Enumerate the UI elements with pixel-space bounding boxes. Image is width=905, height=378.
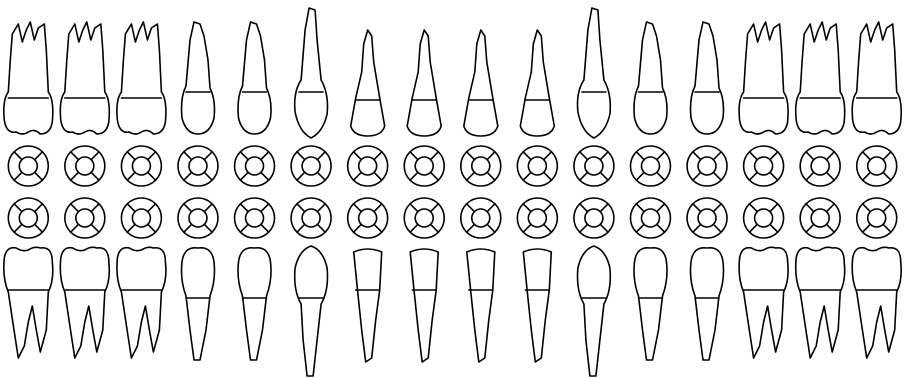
lower-canine-tooth[interactable]: [295, 246, 328, 376]
upper-surface-13[interactable]: [687, 146, 727, 186]
lower-surface-1[interactable]: [8, 198, 48, 238]
upper-surface-4[interactable]: [178, 146, 218, 186]
lower-molar-tooth[interactable]: [4, 247, 53, 358]
upper-molar-tooth[interactable]: [796, 22, 845, 134]
lower-incisor-tooth[interactable]: [410, 249, 438, 362]
upper-molar-tooth[interactable]: [852, 22, 901, 134]
upper-surface-11[interactable]: [574, 146, 614, 186]
lower-surface-6[interactable]: [291, 198, 331, 238]
upper-premolar-tooth[interactable]: [182, 22, 215, 134]
lower-premolar-tooth[interactable]: [238, 248, 271, 360]
upper-surface-8[interactable]: [404, 146, 444, 186]
upper-surface-9[interactable]: [461, 146, 501, 186]
upper-surface-row: [8, 146, 896, 186]
lower-incisor-tooth[interactable]: [523, 249, 551, 362]
upper-incisor-tooth[interactable]: [407, 30, 441, 136]
lower-premolar-tooth[interactable]: [182, 248, 215, 360]
lower-surface-10[interactable]: [517, 198, 557, 238]
lower-incisor-tooth[interactable]: [467, 249, 495, 362]
upper-molar-tooth[interactable]: [117, 22, 166, 134]
upper-premolar-tooth[interactable]: [238, 22, 271, 134]
upper-surface-3[interactable]: [121, 146, 161, 186]
lower-surface-2[interactable]: [65, 198, 105, 238]
upper-surface-14[interactable]: [744, 146, 784, 186]
lower-surface-9[interactable]: [461, 198, 501, 238]
lower-surface-row: [8, 198, 896, 238]
upper-premolar-tooth[interactable]: [691, 22, 724, 134]
upper-molar-tooth[interactable]: [60, 22, 109, 134]
lower-surface-8[interactable]: [404, 198, 444, 238]
lower-canine-tooth[interactable]: [578, 246, 611, 376]
lower-premolar-tooth[interactable]: [691, 248, 724, 360]
lower-surface-4[interactable]: [178, 198, 218, 238]
upper-incisor-tooth[interactable]: [464, 30, 498, 136]
upper-surface-7[interactable]: [348, 146, 388, 186]
upper-molar-tooth[interactable]: [739, 22, 788, 134]
lower-surface-13[interactable]: [687, 198, 727, 238]
lower-surface-7[interactable]: [348, 198, 388, 238]
upper-surface-10[interactable]: [517, 146, 557, 186]
upper-teeth-row: [4, 8, 901, 138]
upper-molar-tooth[interactable]: [4, 22, 53, 134]
lower-molar-tooth[interactable]: [796, 247, 845, 358]
lower-surface-12[interactable]: [630, 198, 670, 238]
lower-surface-15[interactable]: [800, 198, 840, 238]
upper-surface-5[interactable]: [235, 146, 275, 186]
lower-teeth-row: [4, 246, 901, 376]
lower-surface-5[interactable]: [235, 198, 275, 238]
upper-surface-1[interactable]: [8, 146, 48, 186]
upper-premolar-tooth[interactable]: [634, 22, 667, 134]
lower-surface-11[interactable]: [574, 198, 614, 238]
upper-surface-2[interactable]: [65, 146, 105, 186]
lower-molar-tooth[interactable]: [60, 247, 109, 358]
lower-molar-tooth[interactable]: [739, 247, 788, 358]
lower-molar-tooth[interactable]: [117, 247, 166, 358]
upper-surface-12[interactable]: [630, 146, 670, 186]
upper-canine-tooth[interactable]: [578, 8, 611, 138]
upper-surface-6[interactable]: [291, 146, 331, 186]
lower-surface-16[interactable]: [857, 198, 897, 238]
lower-incisor-tooth[interactable]: [354, 249, 382, 362]
upper-surface-16[interactable]: [857, 146, 897, 186]
upper-incisor-tooth[interactable]: [351, 30, 385, 136]
lower-molar-tooth[interactable]: [852, 247, 901, 358]
lower-surface-14[interactable]: [744, 198, 784, 238]
upper-surface-15[interactable]: [800, 146, 840, 186]
upper-canine-tooth[interactable]: [295, 8, 328, 138]
upper-incisor-tooth[interactable]: [520, 30, 554, 136]
lower-premolar-tooth[interactable]: [634, 248, 667, 360]
lower-surface-3[interactable]: [121, 198, 161, 238]
